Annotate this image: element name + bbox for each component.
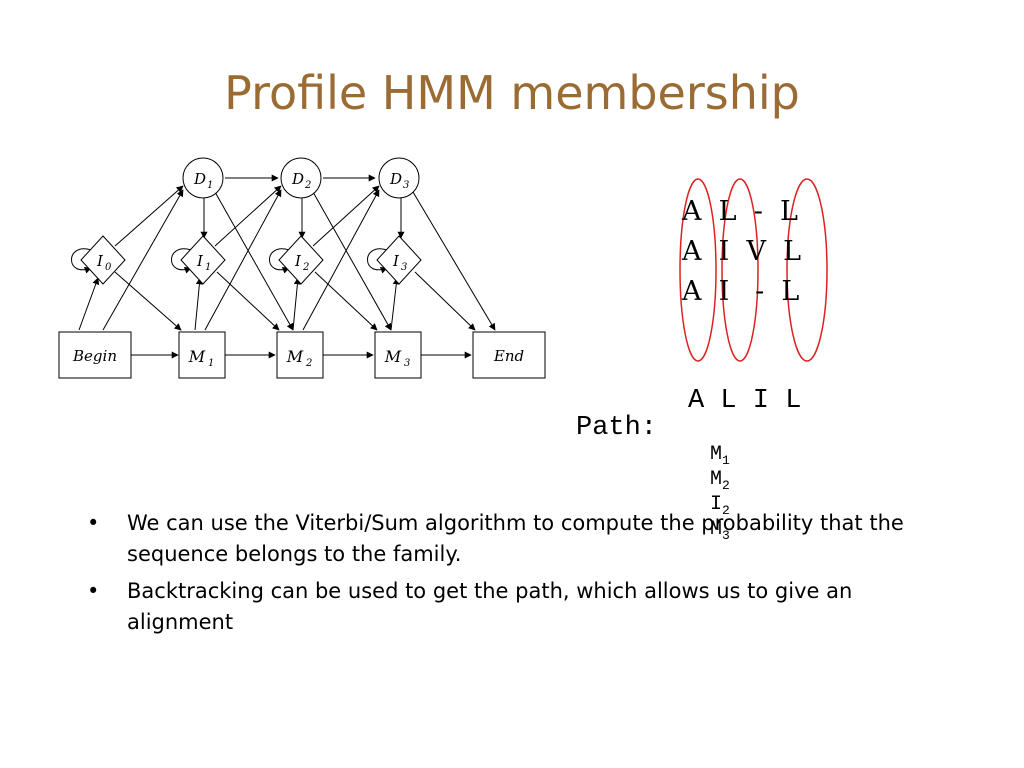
match-state-2 <box>276 331 324 379</box>
i0-label: I <box>96 252 104 270</box>
insert-state-1 <box>180 235 226 285</box>
insert-state-0 <box>80 235 126 285</box>
path-state-1: M1 <box>710 443 730 468</box>
path-states: M1 M2 I2 M3 <box>686 420 730 543</box>
bullet-list: • We can use the Viterbi/Sum algorithm t… <box>85 508 965 644</box>
bullet-item: • Backtracking can be used to get the pa… <box>85 576 965 638</box>
query-sequence: A L I L <box>688 386 802 416</box>
edge-i2-self <box>269 248 290 274</box>
edge-i3-end <box>414 271 476 331</box>
edge-m1-d2 <box>204 189 282 331</box>
d1-label: D <box>193 170 206 188</box>
ellipse-column-4 <box>786 178 828 362</box>
edge-i0-d1 <box>114 185 184 247</box>
delete-state-3 <box>378 157 420 199</box>
bullet-marker: • <box>87 511 100 535</box>
edge-begin-d1 <box>102 189 184 331</box>
edge-i2-d3 <box>312 185 380 247</box>
begin-state <box>58 331 132 379</box>
alignment-row-1: A L - L <box>682 196 798 227</box>
edge-i2-m3 <box>314 271 378 331</box>
edge-i1-m2 <box>216 271 280 331</box>
d1-sub: 1 <box>207 180 213 191</box>
edge-m1-i1 <box>194 277 203 331</box>
edge-begin-i0 <box>78 277 100 331</box>
i2-label: I <box>294 252 302 270</box>
edge-d1-m2 <box>214 191 294 331</box>
path-state-2: M2 <box>710 468 730 493</box>
i1-sub: 1 <box>205 262 211 273</box>
i2-sub: 2 <box>302 262 309 273</box>
match-state-1 <box>178 331 226 379</box>
i3-sub: 3 <box>401 262 407 273</box>
d3-label: D <box>389 170 402 188</box>
i3-label: I <box>392 252 400 270</box>
edge-i1-d2 <box>214 185 282 247</box>
i1-label: I <box>196 252 204 270</box>
d2-sub: 2 <box>304 180 311 191</box>
alignment-row-2: A I V L <box>682 236 802 267</box>
insert-state-3 <box>376 235 422 285</box>
bullet-text: We can use the Viterbi/Sum algorithm to … <box>127 511 904 566</box>
slide-title: Profile HMM membership <box>224 66 800 120</box>
m2-label: M <box>286 347 304 366</box>
edge-m2-d3 <box>302 189 380 331</box>
edge-m3-i3 <box>390 277 400 331</box>
end-label: End <box>493 347 524 365</box>
edge-m2-i2 <box>292 277 301 331</box>
path-state-3: I2 <box>710 493 730 518</box>
bullet-text: Backtracking can be used to get the path… <box>127 579 853 634</box>
end-state <box>472 331 546 379</box>
m3-sub: 3 <box>404 358 410 369</box>
match-state-3 <box>374 331 422 379</box>
bullet-item: • We can use the Viterbi/Sum algorithm t… <box>85 508 965 570</box>
bullet-marker: • <box>87 579 100 603</box>
m1-label: M <box>188 347 206 366</box>
edge-d2-m3 <box>312 191 392 331</box>
d3-sub: 3 <box>403 180 409 191</box>
m2-sub: 2 <box>305 358 312 369</box>
delete-state-2 <box>280 157 322 199</box>
edge-i1-self <box>171 248 192 274</box>
m3-label: M <box>384 347 402 366</box>
i0-sub: 0 <box>105 262 112 273</box>
alignment-row-3: A I - L <box>682 276 800 307</box>
edge-i0-m1 <box>114 271 182 331</box>
path-label: Path: <box>576 413 658 443</box>
ellipse-column-1 <box>679 178 717 362</box>
match-column-ellipses <box>679 178 828 362</box>
delete-state-1 <box>182 157 224 199</box>
edge-i0-self <box>71 248 92 274</box>
path-state-4: M3 <box>710 518 730 543</box>
d2-label: D <box>291 170 304 188</box>
insert-state-2 <box>278 235 324 285</box>
ellipse-column-2 <box>721 178 759 362</box>
edge-d3-end <box>412 191 496 331</box>
edge-i3-self <box>367 248 388 274</box>
begin-label: Begin <box>72 347 117 365</box>
profile-hmm-diagram: Begin End M 1 M 2 M 3 I 0 I 1 I 2 I 3 D … <box>58 157 546 379</box>
m1-sub: 1 <box>208 358 214 369</box>
transition-edges <box>71 174 496 359</box>
